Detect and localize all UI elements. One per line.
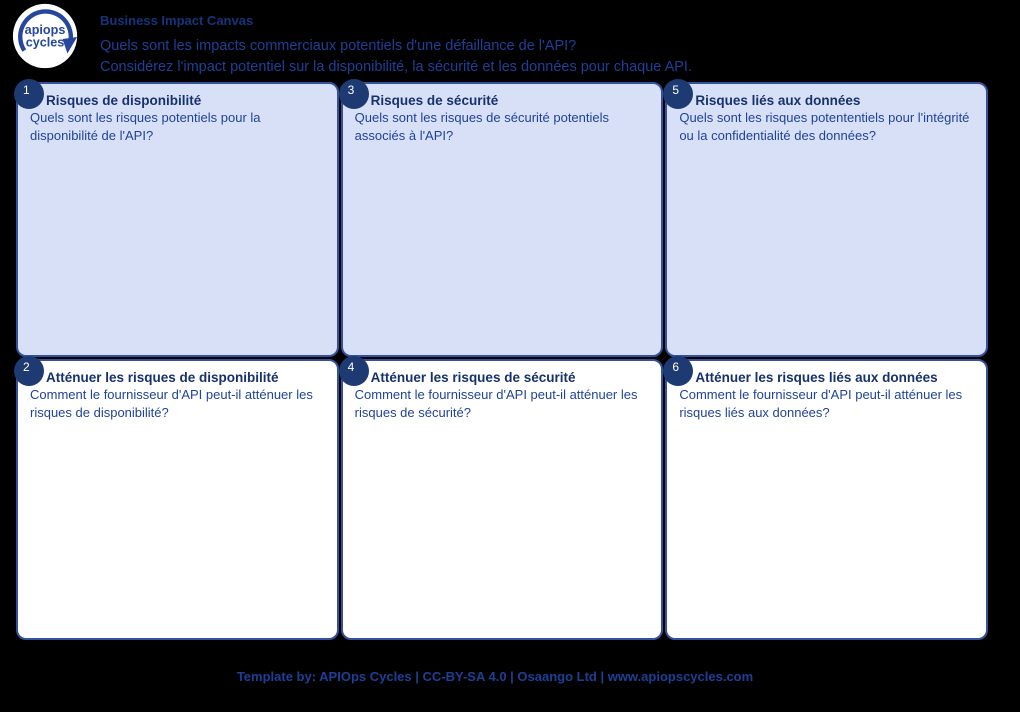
canvas-header: Business Impact Canvas Quels sont les im… — [100, 13, 692, 78]
canvas-subtitle-instruction: Considérez l'impact potentiel sur la dis… — [100, 59, 692, 75]
panel-number-badge: 1 — [14, 79, 44, 109]
canvas-subtitle-question: Quels sont les impacts commerciaux poten… — [100, 38, 577, 54]
panel-attenuer-donnees[interactable]: 6 Atténuer les risques liés aux données … — [663, 356, 988, 640]
panel-number-badge: 4 — [338, 356, 369, 386]
panel-question: Comment le fournisseur d'API peut-il att… — [679, 387, 963, 420]
panel-question: Quels sont les risques de sécurité poten… — [354, 110, 610, 143]
panel-risques-donnees[interactable]: 5 Risques liés aux données Quels sont le… — [663, 79, 988, 357]
panel-title: Risques de sécurité — [370, 93, 499, 108]
panel-risques-disponibilite[interactable]: 1 Risques de disponibilité Quels sont le… — [14, 79, 339, 357]
logo-word-cycles: cycles — [26, 36, 65, 50]
panel-title: Atténuer les risques de sécurité — [370, 370, 576, 385]
panel-question: Comment le fournisseur d'API peut-il att… — [354, 387, 638, 420]
panel-number-badge: 2 — [14, 356, 44, 386]
panel-title: Atténuer les risques de disponibilité — [46, 370, 279, 385]
panel-number-badge: 6 — [663, 356, 694, 386]
panel-attenuer-securite[interactable]: 4 Atténuer les risques de sécurité Comme… — [338, 356, 664, 640]
panel-attenuer-disponibilite[interactable]: 2 Atténuer les risques de disponibilité … — [14, 356, 339, 640]
panel-title: Atténuer les risques liés aux données — [695, 370, 938, 385]
panel-risques-securite[interactable]: 3 Risques de sécurité Quels sont les ris… — [338, 79, 664, 357]
logo-cycle-arrow — [18, 9, 73, 52]
panel-question: Quels sont les risques potententiels pou… — [679, 110, 970, 143]
panel-question: Comment le fournisseur d'API peut-il att… — [30, 387, 313, 420]
canvas-grid: 1 Risques de disponibilité Quels sont le… — [14, 79, 988, 640]
panel-question: Quels sont les risques potentiels pour l… — [30, 110, 261, 143]
attribution-footer: Template by: APIOps Cycles | CC-BY-SA 4.… — [236, 669, 754, 684]
canvas-title: Business Impact Canvas — [100, 13, 254, 28]
apiops-cycles-logo: apiops cycles — [12, 3, 78, 69]
panel-number-badge: 5 — [663, 79, 694, 109]
panel-number-badge: 3 — [338, 79, 369, 109]
panel-title: Risques de disponibilité — [46, 93, 202, 108]
logo-arrowhead-icon — [62, 37, 78, 54]
logo-word-apiops: apiops — [25, 23, 66, 37]
panel-title: Risques liés aux données — [695, 93, 861, 108]
